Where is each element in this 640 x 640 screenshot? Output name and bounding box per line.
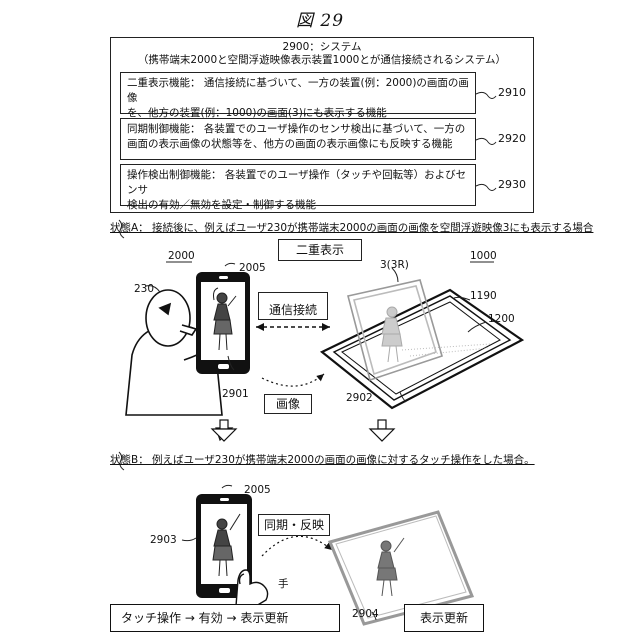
update-label-box: 表示更新 xyxy=(404,604,484,632)
down-arrow-left-stem xyxy=(220,420,228,429)
ref-1200: 1200 xyxy=(488,313,515,325)
ref-1000: 1000 xyxy=(470,250,497,262)
ref-2901: 2901 xyxy=(222,388,249,400)
down-arrow-right-head xyxy=(370,429,394,441)
hand-label: 手 xyxy=(278,576,289,591)
phone-device-a xyxy=(196,272,250,374)
leader-2005-b xyxy=(222,485,232,488)
touch-flow-box: タッチ操作 → 有効 → 表示更新 xyxy=(110,604,340,632)
ref-230: 230 xyxy=(134,283,154,295)
ref-2000: 2000 xyxy=(168,250,195,262)
state-a-mark xyxy=(119,220,124,238)
ref-2904: 2904 xyxy=(352,608,379,620)
leader-2005-a xyxy=(225,263,235,266)
leader-2910 xyxy=(476,92,496,98)
ref-2005-b: 2005 xyxy=(244,484,271,496)
down-arrow-left-head xyxy=(212,429,236,441)
ref-2902: 2902 xyxy=(346,392,373,404)
sync-label: 同期・反映 xyxy=(258,514,330,536)
state-b-caption: 状態B： 例えばユーザ230が携帯端末2000の画面の画像に対するタッチ操作をし… xyxy=(110,452,535,467)
ref-2903: 2903 xyxy=(150,534,177,546)
comm-label-frame xyxy=(258,292,328,320)
image-label: 画像 xyxy=(264,394,312,414)
ref-2005-a: 2005 xyxy=(239,262,266,274)
leader-2903 xyxy=(182,538,196,541)
leader-2920 xyxy=(476,138,496,144)
ref-3R: 3(3R) xyxy=(380,259,409,271)
comm-arrow-right xyxy=(322,323,330,331)
image-transfer-arrow xyxy=(262,374,324,386)
ref-1190: 1190 xyxy=(470,290,497,302)
comm-arrow-left xyxy=(256,323,264,331)
down-arrow-right-stem xyxy=(378,420,386,429)
sync-arrow xyxy=(262,536,332,556)
dual-display-label: 二重表示 xyxy=(278,239,362,261)
leader-2930 xyxy=(476,184,496,190)
